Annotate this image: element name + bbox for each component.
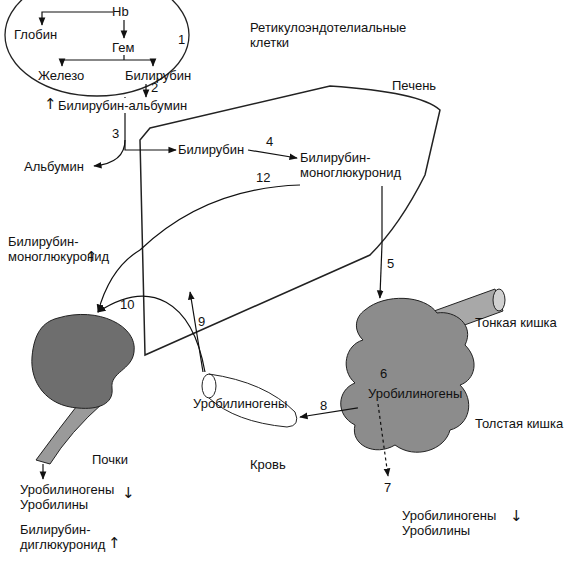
compound-label: Альбумин bbox=[24, 159, 84, 174]
callout-number: 5 bbox=[387, 256, 394, 271]
trend-arrow: ↑ bbox=[85, 250, 98, 265]
flow-connector bbox=[190, 292, 203, 372]
kidney: Почки bbox=[28, 312, 138, 452]
compound-text: Уробилиногены bbox=[368, 386, 462, 401]
trend-arrow: ↓ bbox=[510, 509, 523, 524]
compound-text: Гем bbox=[112, 40, 134, 55]
organ-title: Тонкая кишка bbox=[475, 315, 557, 330]
compound-text: Hb bbox=[112, 4, 129, 19]
compound-label: Билирубин-моноглюкуронид bbox=[8, 234, 118, 264]
organ-title: Толстая кишка bbox=[475, 416, 563, 431]
callout-number: 1 bbox=[178, 32, 185, 47]
compound-text: Билирубин bbox=[125, 68, 191, 83]
albumin-arrow bbox=[94, 140, 125, 166]
reticuloendothelial-cell: Ретикулоэндотелиальные клеткиHbГлобинГем… bbox=[4, 0, 190, 97]
vessel-opening bbox=[202, 374, 216, 398]
flow-connector bbox=[98, 250, 140, 312]
compound-label: Уробилиногены Уробилины bbox=[402, 508, 507, 538]
excretion-arrow bbox=[378, 404, 388, 476]
flow-connector bbox=[125, 97, 176, 150]
intestine: Тонкая кишкаУробилиногеныТолстая кишка bbox=[325, 285, 510, 465]
compound-text: Глобин bbox=[14, 27, 57, 42]
compound-label: Уробилиногены Уробилины bbox=[20, 482, 125, 512]
compound-label: Билирубин-альбумин bbox=[58, 98, 187, 113]
organ-title: Печень bbox=[392, 78, 436, 93]
shape-outline bbox=[325, 285, 510, 465]
compound-text: Билирубин-моноглюкуронид bbox=[300, 150, 410, 180]
bracket-arrow bbox=[61, 60, 62, 66]
leader-line bbox=[140, 185, 300, 250]
callout-number: 3 bbox=[112, 126, 119, 141]
organ-title: Почки bbox=[92, 452, 128, 467]
callout-number: 7 bbox=[384, 480, 391, 495]
trend-arrow: ↑ bbox=[44, 97, 57, 112]
trend-arrow: ↓ bbox=[122, 486, 135, 501]
vessel-title: Кровь bbox=[250, 457, 286, 472]
cell-title: Ретикулоэндотелиальные клетки bbox=[250, 20, 385, 50]
compound-label: Билирубин-диглюкуронид bbox=[20, 522, 125, 552]
flow-arrow bbox=[145, 84, 146, 97]
flow-connector bbox=[98, 296, 205, 372]
split-line bbox=[42, 12, 113, 25]
conjugation-arrow bbox=[248, 150, 297, 158]
kidney-body bbox=[32, 314, 134, 408]
tube-end bbox=[493, 289, 505, 311]
compound-text: Железо bbox=[38, 68, 84, 83]
flow-connector bbox=[300, 408, 358, 417]
compound-text: Билирубин bbox=[178, 142, 244, 157]
excretion-arrow bbox=[42, 464, 43, 479]
compound-text: Уробилиногены bbox=[193, 396, 287, 411]
blood-vessel: УробилиногеныКровь bbox=[195, 372, 300, 432]
flow-connector bbox=[380, 244, 382, 298]
intestine-body bbox=[341, 298, 474, 452]
bracket-line bbox=[62, 55, 153, 60]
callout-number: 8 bbox=[320, 398, 327, 413]
split-line bbox=[123, 20, 124, 38]
shape-outline bbox=[28, 312, 138, 452]
trend-arrow: ↑ bbox=[108, 536, 121, 551]
leader-line bbox=[381, 186, 382, 244]
bracket-arrow bbox=[152, 60, 153, 66]
callout-number: 10 bbox=[120, 297, 134, 312]
